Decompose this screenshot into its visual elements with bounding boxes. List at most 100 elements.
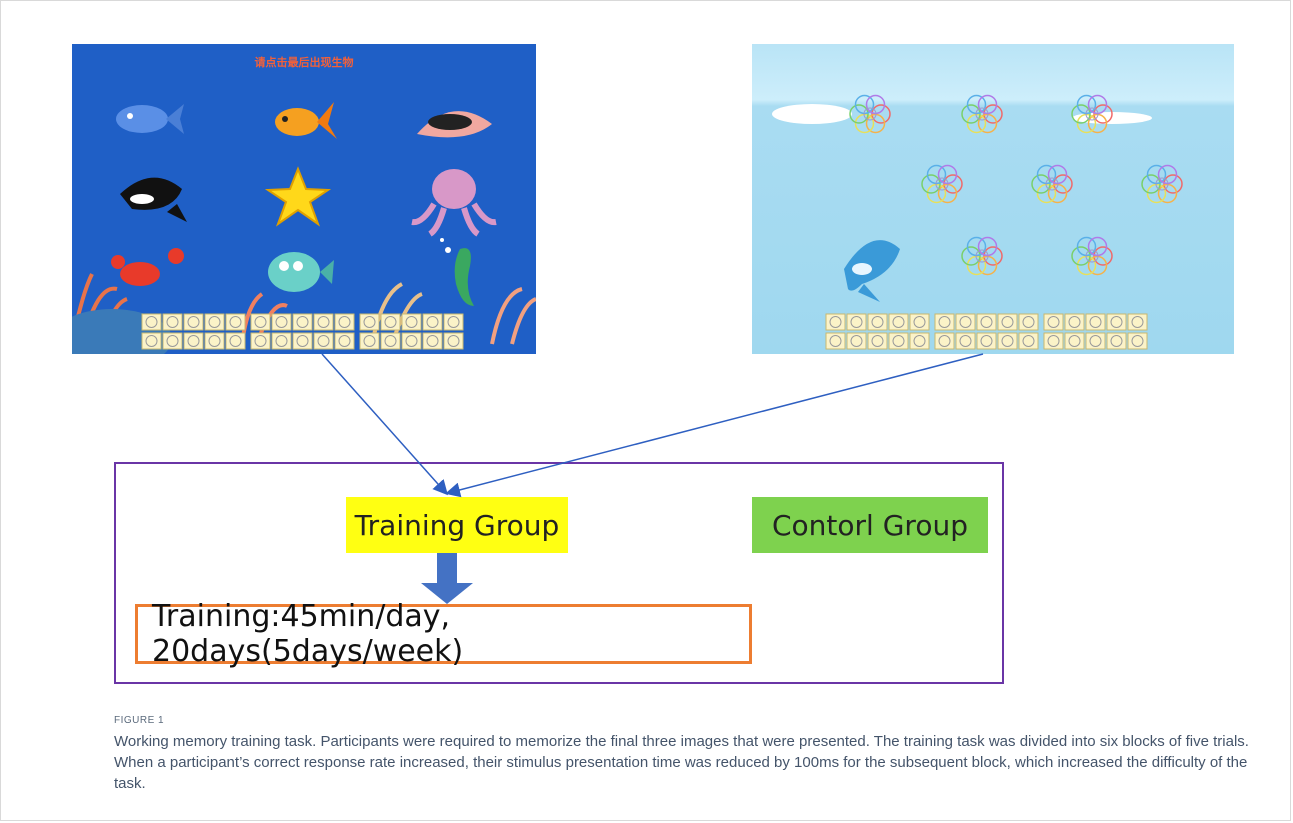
score-cell [401,332,422,350]
smiley-icon [145,335,158,347]
smiley-icon [1110,335,1123,347]
orca-icon [120,177,187,222]
smiley-icon [1068,335,1081,347]
smiley-icon [1022,335,1035,347]
score-cell [846,332,867,350]
score-cell [909,332,930,350]
smiley-icon [871,316,884,328]
smiley-icon [363,316,376,328]
smiley-icon [980,335,993,347]
score-cell [1085,313,1106,331]
score-cell [292,332,313,350]
score-cell [955,313,976,331]
score-cell [141,332,162,350]
flower-icon [921,164,963,204]
group-assignment-box [114,462,1004,684]
smiley-icon [1131,335,1144,347]
score-cell [271,313,292,331]
score-cell [888,332,909,350]
smiley-icon [850,335,863,347]
score-cell [825,313,846,331]
smiley-icon [338,316,351,328]
smiley-icon [1110,316,1123,328]
score-cell [1127,313,1148,331]
down-arrow [421,553,473,604]
smiley-icon [229,335,242,347]
score-cell [313,332,334,350]
flower-icon [849,94,891,134]
flower-icon [1071,94,1113,134]
score-cell [162,313,183,331]
score-cell [271,332,292,350]
training-task-screen: 请点击最后出现生物 [72,44,536,354]
score-cell [825,332,846,350]
score-cell [976,313,997,331]
smiley-icon [275,335,288,347]
control-group-label: Contorl Group [752,497,988,553]
smiley-icon [145,316,158,328]
score-cell [204,313,225,331]
smiley-icon [338,335,351,347]
flower-icon [961,94,1003,134]
score-cell [443,313,464,331]
score-cell [359,313,380,331]
smiley-icon [317,316,330,328]
smiley-icon [829,335,842,347]
fish-icon [116,104,184,134]
score-cell [1064,332,1085,350]
smiley-icon [405,316,418,328]
score-cell [867,313,888,331]
flower-icon [961,236,1003,276]
seahorse-icon [440,238,474,306]
score-cell [976,332,997,350]
score-cell [422,313,443,331]
score-cell [141,313,162,331]
smiley-icon [1068,316,1081,328]
training-schedule: Training:45min/day, 20days(5days/week) [135,599,752,669]
smiley-icon [850,316,863,328]
smiley-icon [938,335,951,347]
figure-label: FIGURE 1 [114,715,165,726]
score-cell [162,332,183,350]
smiley-icon [275,316,288,328]
dolphin-icon [844,240,900,302]
score-cell [380,313,401,331]
octopus-icon [411,169,497,237]
score-cell [401,313,422,331]
score-cell [292,313,313,331]
smiley-icon [980,316,993,328]
smiley-icon [1089,335,1102,347]
smiley-icon [892,316,905,328]
control-task-artwork [772,94,1183,350]
score-cell [1106,332,1127,350]
smiley-icon [871,335,884,347]
flower-icon [1031,164,1073,204]
score-cell [313,313,334,331]
goldfish-icon [275,102,337,139]
flower-grid [849,94,1183,276]
clam-icon [417,111,492,138]
cloud-decoration [772,104,1152,124]
smiley-icon [913,316,926,328]
score-cell [1106,313,1127,331]
smiley-icon [384,335,397,347]
smiley-icon [829,316,842,328]
score-cell [422,332,443,350]
score-cell [1018,313,1039,331]
smiley-icon [1001,335,1014,347]
smiley-icon [317,335,330,347]
arrow-left-to-training [321,353,448,496]
smiley-icon [208,335,221,347]
smiley-icon [254,316,267,328]
smiley-icon [959,316,972,328]
smiley-icon [1022,316,1035,328]
starfish-icon [264,166,332,227]
smiley-icon [166,316,179,328]
smiley-icon [187,316,200,328]
smiley-icon [187,335,200,347]
flower-icon [1141,164,1183,204]
score-cell [334,313,355,331]
smiley-icon [405,335,418,347]
training-group-label: Training Group [346,497,568,553]
